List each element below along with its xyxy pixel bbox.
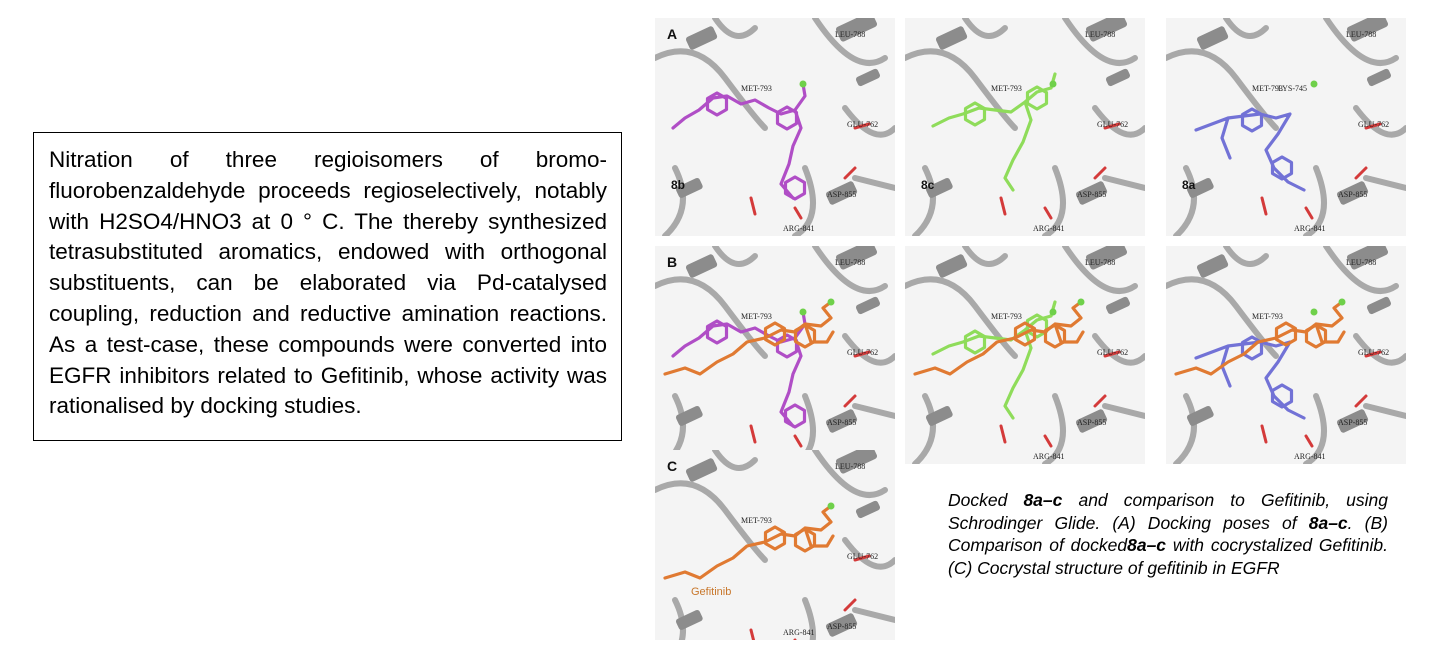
residue-label-glu: GLU-762: [847, 348, 879, 357]
green-ligand: [931, 72, 1057, 192]
orange-ligand: [1174, 300, 1346, 376]
magenta-ligand: [671, 82, 807, 201]
protein-ribbon-render: [1166, 18, 1406, 236]
residue-label-leu: LEU-788: [1346, 258, 1377, 267]
panel-letter-a: A: [667, 26, 678, 42]
compound-label-p1: 8b: [671, 178, 686, 192]
panel-letter-b: B: [667, 254, 678, 270]
caption-bold-1: 8a–c: [1023, 490, 1063, 510]
residue-label-glu: GLU-762: [847, 552, 879, 561]
caption-part-3: . (B) Comparison of docked: [948, 512, 1388, 556]
orange-ligand: [663, 504, 835, 580]
panel-letter-c: C: [667, 458, 678, 474]
green-ligand: [931, 300, 1057, 420]
protein-ribbon-render: [905, 18, 1145, 236]
protein-ribbon-render: [655, 450, 895, 640]
protein-ribbon-render: [1166, 246, 1406, 464]
protein-ribbon-render: [655, 18, 895, 236]
caption-part-1: Docked: [948, 490, 1024, 510]
residue-label-arg: ARG-841: [783, 628, 815, 637]
protein-ribbon-render: [655, 246, 895, 464]
residue-label-arg: ARG-841: [1294, 224, 1326, 233]
abstract-box: Nitration of three regioisomers of bromo…: [33, 132, 622, 441]
residue-label-leu: LEU-788: [835, 258, 866, 267]
figure-caption: Docked 8a–c and comparison to Gefitinib,…: [948, 489, 1388, 579]
residue-label-asp: ASP-855: [1338, 418, 1368, 427]
residue-label-lys: LYS-745: [1278, 84, 1307, 93]
residue-label-glu: GLU-762: [1097, 120, 1129, 129]
residue-label-asp: ASP-855: [827, 418, 857, 427]
caption-part-4: with cocrystalized Gefitinib. (C) Cocrys…: [948, 535, 1388, 578]
compound-label-p3: 8a: [1182, 178, 1196, 192]
caption-bold-3: 8a–c: [1127, 535, 1167, 555]
abstract-text: Nitration of three regioisomers of bromo…: [49, 147, 607, 419]
residue-label-asp: ASP-855: [827, 622, 857, 631]
residue-label-met: MET-793: [1252, 84, 1283, 93]
residue-label-asp: ASP-855: [1077, 418, 1107, 427]
residue-label-met: MET-793: [741, 84, 772, 93]
residue-label-glu: GLU-762: [1097, 348, 1129, 357]
residue-label-arg: ARG-841: [1294, 452, 1326, 461]
caption-part-2: and comparison to Gefitinib, using Schro…: [948, 490, 1388, 533]
residue-label-asp: ASP-855: [1338, 190, 1368, 199]
compound-label-p2: 8c: [921, 178, 935, 192]
residue-label-glu: GLU-762: [1358, 120, 1390, 129]
residue-label-arg: ARG-841: [1033, 224, 1065, 233]
residue-label-met: MET-793: [1252, 312, 1283, 321]
blue-ligand: [1194, 107, 1306, 192]
residue-label-leu: LEU-788: [1085, 258, 1116, 267]
protein-ribbon-render: [905, 246, 1145, 464]
orange-ligand: [913, 300, 1085, 376]
residue-label-leu: LEU-788: [1346, 30, 1377, 39]
residue-label-arg: ARG-841: [1033, 452, 1065, 461]
residue-label-leu: LEU-788: [835, 462, 866, 471]
residue-label-met: MET-793: [741, 516, 772, 525]
residue-label-arg: ARG-841: [783, 224, 815, 233]
gefitinib-label: Gefitinib: [691, 586, 732, 598]
caption-bold-2: 8a–c: [1308, 512, 1348, 533]
residue-label-glu: GLU-762: [1358, 348, 1390, 357]
residue-label-leu: LEU-788: [1085, 30, 1116, 39]
residue-label-met: MET-793: [991, 312, 1022, 321]
residue-label-met: MET-793: [741, 312, 772, 321]
residue-label-leu: LEU-788: [835, 30, 866, 39]
residue-label-glu: GLU-762: [847, 120, 879, 129]
residue-label-asp: ASP-855: [827, 190, 857, 199]
orange-ligand: [663, 300, 835, 376]
residue-label-asp: ASP-855: [1077, 190, 1107, 199]
residue-label-met: MET-793: [991, 84, 1022, 93]
